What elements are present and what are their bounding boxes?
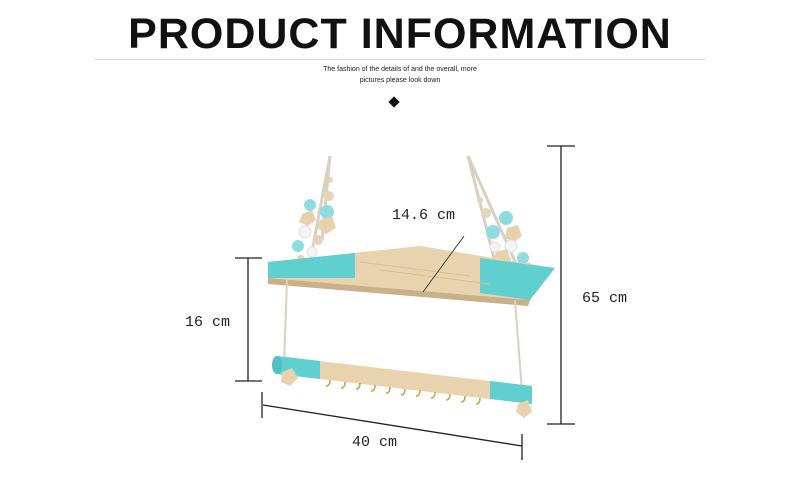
shelf-gap-dimension-label: 16 cm (185, 314, 231, 331)
total-height-dimension-label: 65 cm (582, 290, 628, 307)
left-bead-strand (292, 177, 336, 263)
page-title: PRODUCT INFORMATION (128, 10, 672, 58)
title-divider (95, 59, 705, 60)
dimension-lines (235, 145, 575, 460)
bottom-rod (272, 356, 532, 418)
hooks (325, 379, 481, 405)
width-dimension-label: 40 cm (352, 434, 398, 451)
subtitle-line-1: The fashion of the details of and the ov… (323, 66, 477, 73)
lower-ropes (283, 279, 523, 393)
top-shelf (268, 246, 555, 306)
subtitle-line-2: pictures please look down (359, 77, 441, 84)
depth-dimension-label: 14.6 cm (392, 207, 456, 224)
